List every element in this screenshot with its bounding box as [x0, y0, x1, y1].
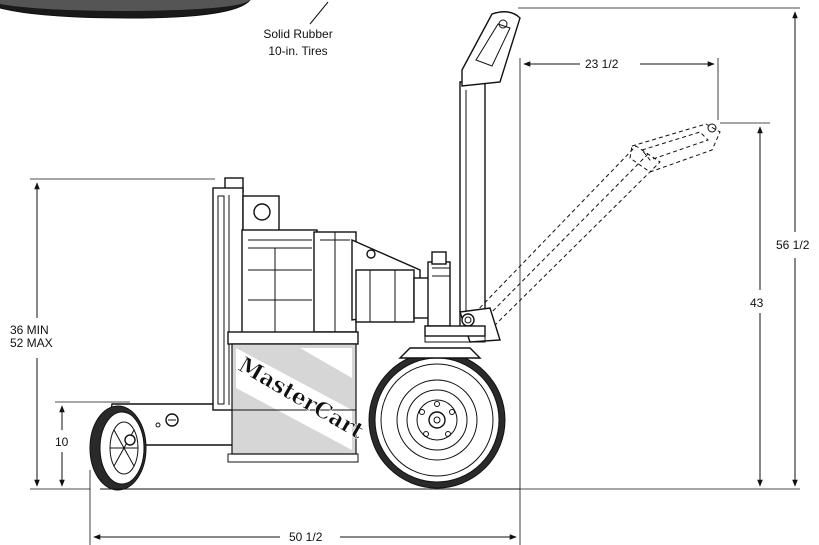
pivot-bracket	[424, 307, 501, 343]
dim-overall-length	[89, 470, 521, 545]
dim-handle-height-label: 43	[750, 296, 764, 310]
dim-overall-height-label: 56 1/2	[776, 238, 810, 252]
dim-handle-height	[720, 122, 770, 487]
dim-overall-height	[518, 7, 800, 490]
battery-box	[227, 331, 359, 463]
tire-detail-partial	[0, 0, 251, 19]
callout-leader	[309, 1, 329, 25]
motor-housing	[241, 229, 451, 341]
dim-handle-reach	[519, 58, 719, 489]
tug-machine: MasterCart	[89, 11, 721, 491]
dim-handle-reach-label: 23 1/2	[585, 57, 619, 71]
callout-line-1: Solid Rubber	[263, 27, 332, 41]
handle-lowered-outline	[469, 123, 721, 333]
dim-caster-height-label: 10	[55, 435, 69, 449]
dim-hitch-min-label: 36 MIN	[10, 323, 49, 337]
dim-overall-length-label: 50 1/2	[289, 530, 323, 544]
drive-wheel	[368, 347, 506, 489]
dim-hitch-height	[30, 178, 215, 490]
handle-upright	[459, 11, 521, 331]
callout-line-2: 10-in. Tires	[268, 44, 327, 58]
caster-wheel	[89, 405, 147, 491]
dim-caster-height	[55, 401, 130, 487]
dim-hitch-max-label: 52 MAX	[10, 336, 53, 350]
